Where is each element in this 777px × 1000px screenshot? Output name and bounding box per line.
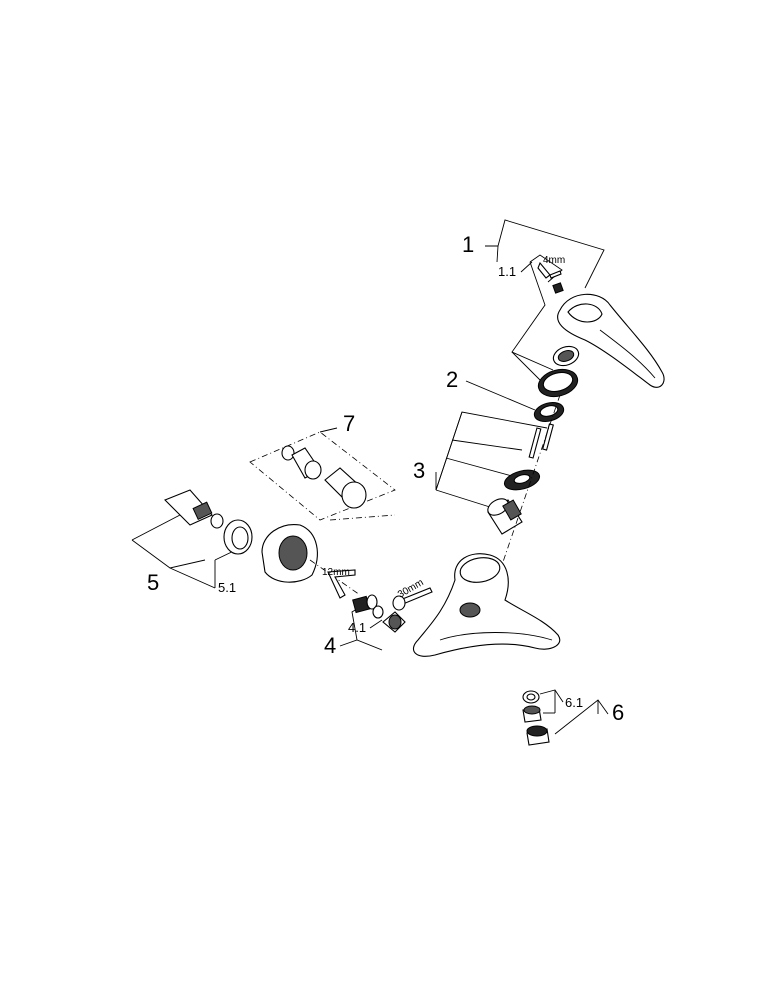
extension-sleeve-large (324, 467, 367, 509)
callout-1-1-label: 1.1 (498, 264, 516, 279)
grub-screw (552, 282, 564, 294)
callout-4-1-label: 4.1 (348, 620, 366, 635)
wrench-30mm: 30mm (392, 577, 433, 611)
cartridge (487, 498, 523, 535)
lever-handle (557, 293, 665, 388)
extension-sleeve-small (291, 447, 322, 480)
aerator-insert (522, 705, 542, 723)
callout-1-label: 1 (462, 232, 474, 257)
hex-key-4mm-label: 4mm (543, 255, 565, 266)
callout-3-group: 3 (413, 411, 548, 509)
mixer-body (413, 553, 561, 657)
aerator-seal (522, 690, 540, 704)
lock-nut (533, 401, 565, 423)
wall-rosette-sleeve (223, 519, 253, 555)
callout-4-label: 4 (324, 633, 336, 658)
hex-key-12mm-label: 12mm (322, 567, 350, 578)
hex-key-12mm: 12mm (322, 567, 356, 599)
callout-5-label: 5 (147, 570, 159, 595)
s-union-connector (164, 489, 224, 529)
o-ring-seal (281, 445, 295, 461)
callout-5-group: 5 5.1 (131, 514, 241, 595)
escutcheon-ring (537, 368, 579, 398)
aerator-housing (526, 725, 550, 746)
union-nut (382, 611, 406, 633)
hex-key-4mm: 4mm (537, 255, 565, 279)
connector-valve (352, 594, 378, 614)
callout-7-label: 7 (343, 411, 355, 436)
callout-3-label: 3 (413, 458, 425, 483)
callout-6-1-label: 6.1 (565, 695, 583, 710)
callout-4-group: 4 4.1 (324, 603, 383, 658)
wall-rosette (261, 524, 318, 583)
callout-2-group: 2 (446, 367, 536, 411)
callout-2-label: 2 (446, 367, 458, 392)
fixing-pins (528, 423, 554, 459)
seal-washer (372, 605, 384, 619)
centre-axis (489, 394, 561, 601)
flange-plate (503, 469, 541, 491)
callout-6-label: 6 (612, 700, 624, 725)
axis-left (309, 514, 396, 596)
callout-7-group: 7 (249, 411, 396, 521)
callout-5-1-label: 5.1 (218, 580, 236, 595)
cap-ring (552, 345, 580, 367)
callout-6-group: 6 6.1 (539, 689, 624, 735)
